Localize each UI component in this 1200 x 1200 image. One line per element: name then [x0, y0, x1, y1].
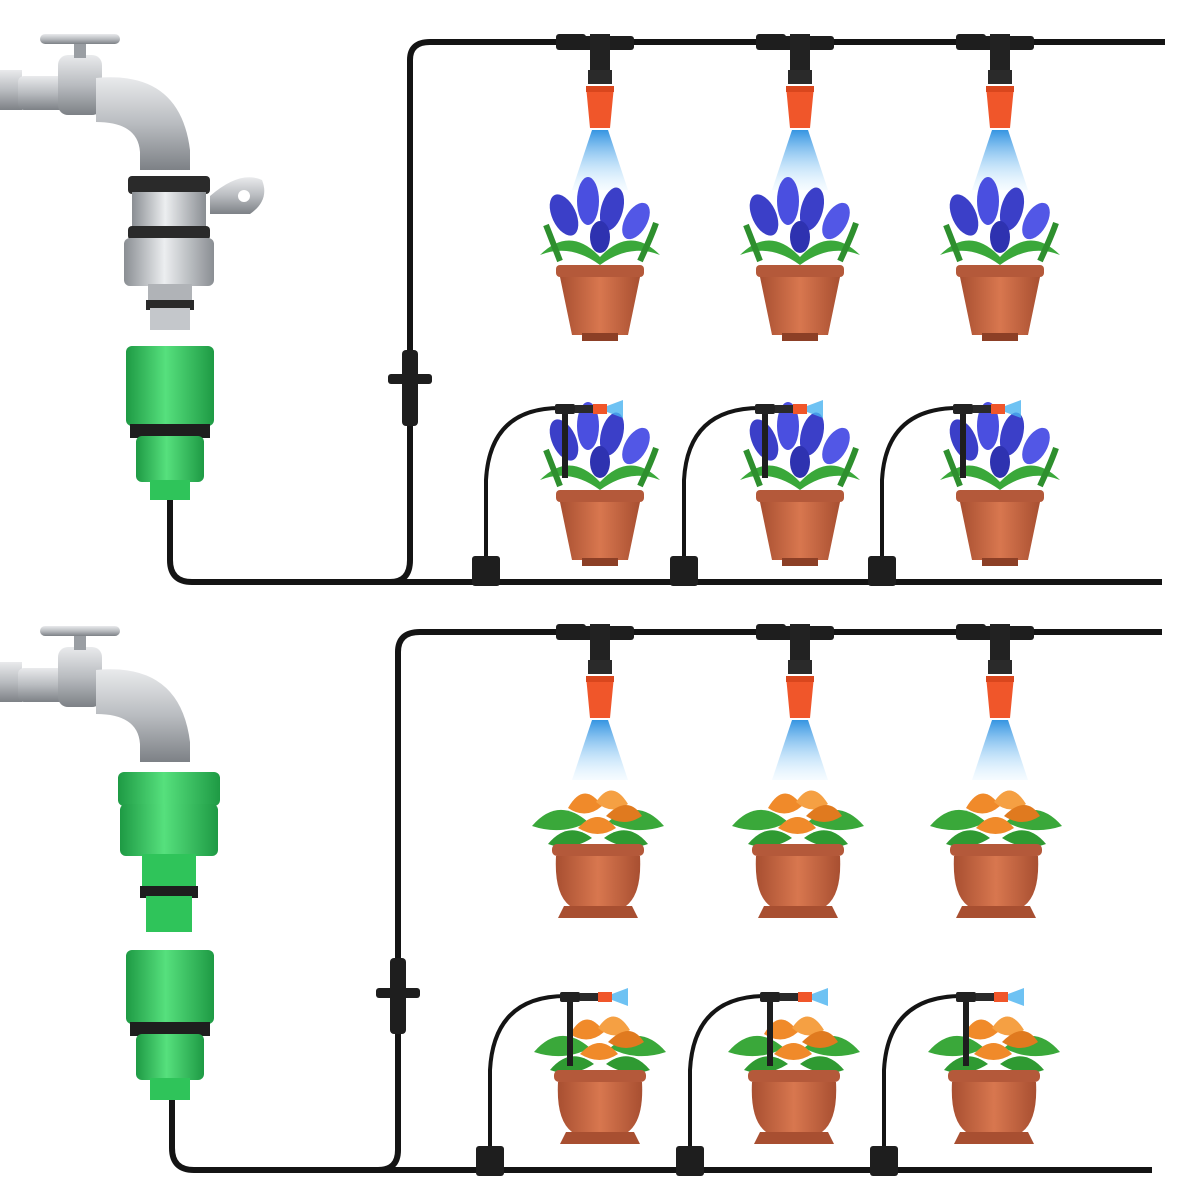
panel-top	[0, 34, 1165, 586]
quick-connector-icon	[126, 346, 214, 500]
blue-flower-plant	[940, 177, 1060, 341]
faucet-coupling-green	[118, 772, 220, 932]
orange-leaf-plant	[532, 790, 664, 918]
inline-valve-icon	[388, 350, 432, 426]
drip-branch	[676, 988, 828, 1176]
supply-tube	[167, 39, 1165, 585]
tee-connector-icon	[956, 624, 986, 640]
drip-branch	[870, 988, 1024, 1176]
tee-connectors	[556, 34, 986, 640]
supply-tube	[169, 629, 1162, 1173]
mist-nozzle-icon	[566, 624, 634, 780]
tee-connector-icon	[956, 34, 986, 50]
quick-connector-icon	[126, 950, 214, 1100]
orange-leaf-plant	[928, 1016, 1060, 1144]
drip-branch	[472, 400, 623, 586]
mist-nozzle-icon	[966, 34, 1034, 190]
blue-flower-plant	[540, 402, 660, 566]
mist-nozzle-icon	[766, 624, 834, 780]
drip-branch	[868, 400, 1021, 586]
faucet-coupling-gray	[124, 176, 265, 330]
inline-valve-icon	[376, 958, 420, 1034]
orange-leaf-plant	[728, 1016, 860, 1144]
drip-branch	[670, 400, 823, 586]
faucet-icon	[0, 34, 190, 170]
drip-branch	[476, 988, 628, 1176]
panel-bottom	[0, 624, 1162, 1176]
tee-connector-icon	[556, 34, 586, 50]
blue-flower-plant	[940, 402, 1060, 566]
orange-leaf-plant	[534, 1016, 666, 1144]
orange-leaf-plant	[732, 790, 864, 918]
blue-flower-plant	[540, 177, 660, 341]
orange-leaf-plant	[930, 790, 1062, 918]
faucet-icon	[0, 626, 190, 762]
mist-nozzle-icon	[966, 624, 1034, 780]
tee-connector-icon	[756, 624, 786, 640]
tee-connector-icon	[756, 34, 786, 50]
blue-flower-plant	[740, 177, 860, 341]
mist-nozzle-icon	[566, 34, 634, 190]
tee-connector-icon	[556, 624, 586, 640]
blue-flower-plant	[740, 402, 860, 566]
mist-nozzle-icon	[766, 34, 834, 190]
